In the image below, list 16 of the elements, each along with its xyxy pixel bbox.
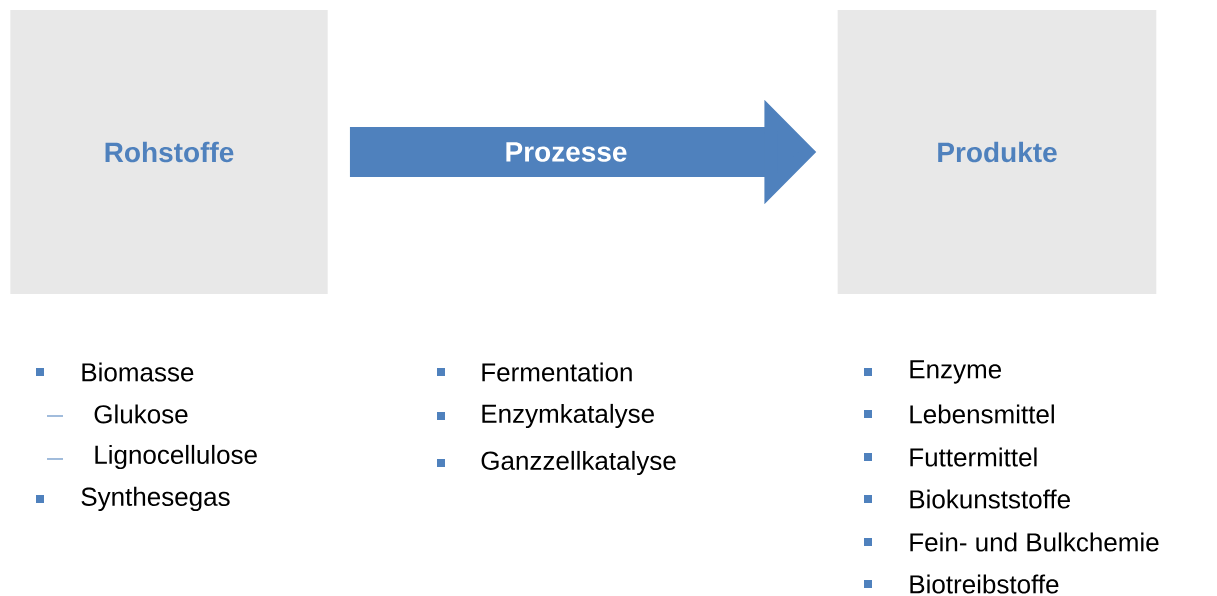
list-item: Fein- und Bulkchemie bbox=[910, 532, 1159, 552]
edge-label: Prozesse bbox=[503, 140, 629, 164]
list-item: Lignocellulose bbox=[95, 444, 257, 470]
list-item: Biotreibstoffe bbox=[910, 574, 1059, 594]
list-item: Biomasse bbox=[82, 362, 194, 382]
list-item: Fermentation bbox=[482, 362, 632, 382]
box: Produkte bbox=[837, 10, 1157, 294]
list-item: Ganzzellkatalyse bbox=[481, 450, 676, 476]
list-item: Glukose bbox=[94, 404, 188, 424]
box: Rohstoffe bbox=[10, 10, 328, 294]
list-item: Lebensmittel bbox=[910, 404, 1054, 424]
list-item: Enzyme bbox=[910, 360, 1001, 384]
list-item: Enzymkatalyse bbox=[482, 403, 654, 429]
list-item: Biokunststoffe bbox=[910, 489, 1070, 509]
list-item: Synthesegas bbox=[81, 486, 230, 512]
list-item: Futtermittel bbox=[910, 447, 1037, 467]
